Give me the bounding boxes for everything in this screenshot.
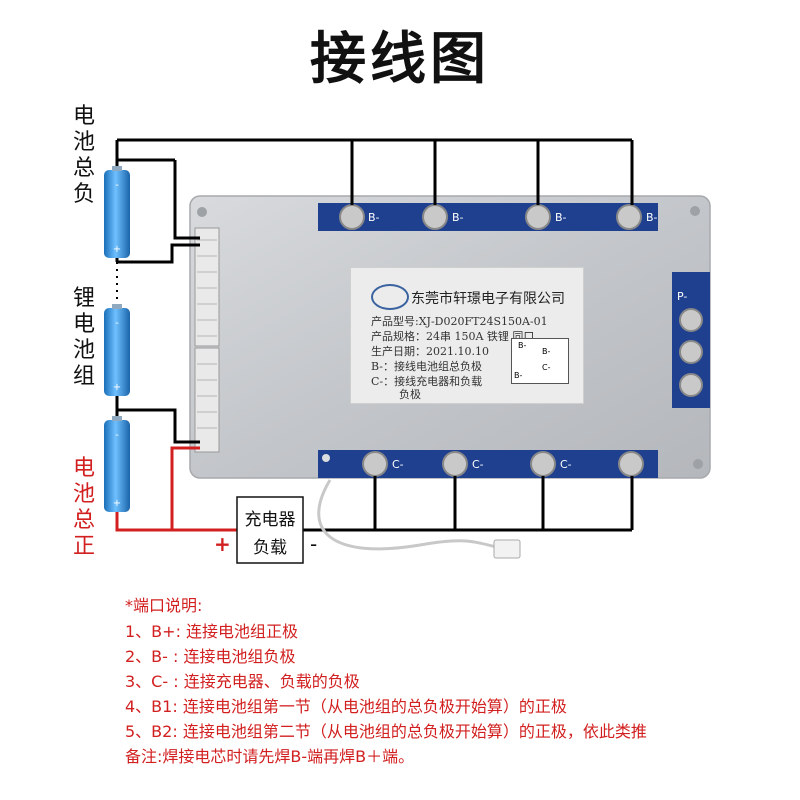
svg-text:+: +: [113, 382, 121, 393]
battery-bottom: [104, 416, 130, 512]
thermistor-cable: [317, 479, 501, 551]
spec-text: 产品规格：24串 150A 铁锂 同口: [371, 330, 535, 343]
mini-board-diagram: B- B- C- B-: [511, 338, 569, 384]
company-logo: [371, 284, 409, 310]
top-pad-label-3: B-: [555, 211, 567, 224]
mini-b-label-1: B-: [518, 341, 527, 350]
date-text: 生产日期：2021.10.10: [371, 345, 489, 358]
svg-text:+: +: [113, 498, 121, 509]
mini-b-label-2: B-: [542, 347, 551, 356]
connector-top: [194, 227, 220, 347]
mini-c-label: C-: [542, 363, 551, 372]
page-title: 接线图: [310, 27, 490, 92]
legend-item-5: 5、B2: 连接电池组第二节（从电池组的总负极开始算）的正极，依此类推: [125, 722, 647, 741]
legend-item-2: 2、B- : 连接电池组负极: [125, 647, 296, 666]
charger-minus: -: [310, 532, 318, 556]
legend-item-1: 1、B+: 连接电池组正极: [125, 622, 299, 641]
top-pad-label-4: B-: [646, 211, 658, 224]
b-minus-text: B-：接线电池组总负极: [371, 360, 483, 373]
charger-label: 充电器: [244, 510, 296, 530]
top-pads: B- B- B- B-: [339, 204, 658, 230]
bottom-pad-label-2: C-: [472, 458, 484, 471]
bottom-pad-label-3: C-: [560, 458, 572, 471]
product-label: 东莞市轩璟电子有限公司 产品型号:XJ-D020FT24S150A-01 产品规…: [350, 267, 584, 404]
legend-note: 备注:焊接电芯时请先焊B-端再焊B＋端。: [125, 747, 415, 766]
battery-negative-label: 电池总负: [72, 104, 95, 207]
thermistor-plug: [493, 539, 521, 559]
charger-plus: +: [214, 532, 231, 556]
svg-text:+: +: [113, 244, 121, 255]
legend-title: *端口说明:: [125, 596, 203, 615]
top-pad-label-1: B-: [368, 211, 380, 224]
top-pad-label-2: B-: [452, 211, 464, 224]
top-pad-strip: [318, 203, 658, 231]
side-pad-label: P-: [677, 290, 687, 303]
company-name: 东莞市轩璟电子有限公司: [411, 291, 565, 307]
charger-box: [236, 496, 304, 564]
svg-text:-: -: [115, 430, 119, 441]
c-minus-text: C-：接线充电器和负载: [371, 375, 483, 388]
battery-top: [104, 166, 130, 258]
red-wires: [115, 446, 237, 532]
legend-item-3: 3、C- : 连接充电器、负载的负极: [125, 672, 360, 691]
connector-bottom: [194, 347, 220, 453]
bottom-pad-label-1: C-: [392, 458, 404, 471]
battery-middle: [104, 304, 130, 396]
load-label: 负载: [253, 538, 287, 558]
mini-b-label-3: B-: [514, 371, 523, 380]
legend-item-4: 4、B1: 连接电池组第一节（从电池组的总负极开始算）的正极: [125, 697, 567, 716]
model-text: 产品型号:XJ-D020FT24S150A-01: [371, 315, 548, 328]
svg-text:-: -: [115, 180, 119, 191]
black-wires: [115, 138, 634, 532]
right-pads: P-: [677, 290, 703, 397]
svg-text:-: -: [115, 318, 119, 329]
c-minus-text-2: 负极: [399, 388, 421, 401]
battery-pack-label: 锂电池组: [72, 286, 95, 389]
battery-positive-label: 电池总正: [72, 456, 95, 559]
